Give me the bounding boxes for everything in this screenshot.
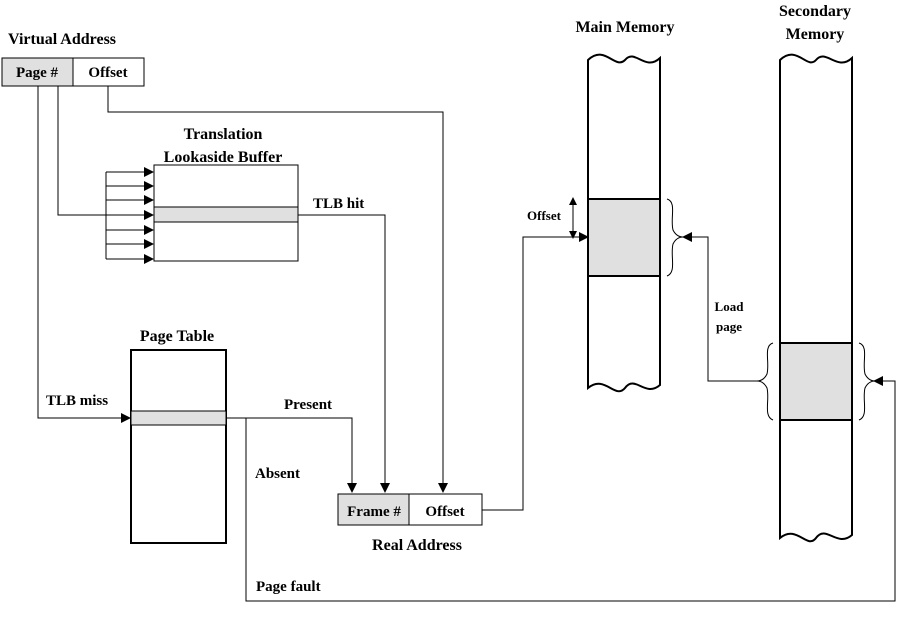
- real-frame-number-label: Frame #: [347, 504, 401, 520]
- real-frame-number-field: [337, 493, 410, 526]
- virtual-offset-label: Offset: [88, 65, 127, 81]
- load-page-line: [682, 232, 757, 382]
- tlb-matching-entry: [153, 206, 299, 223]
- main-memory-frame: [587, 198, 661, 277]
- offset-to-real-address-line: [107, 86, 448, 493]
- main-memory-frame-brace: [666, 198, 684, 277]
- absent-label: Absent: [255, 466, 300, 482]
- page-fault-line: [226, 376, 896, 602]
- virtual-page-number-field: [1, 57, 74, 87]
- tlb-hit-line: [298, 214, 390, 493]
- present-line: [226, 417, 357, 493]
- page-fault-label: Page fault: [256, 579, 321, 595]
- page-table-entry: [130, 410, 227, 426]
- secondary-memory-column: [779, 53, 853, 543]
- load-page-label-line2: page: [716, 319, 742, 334]
- tlb-miss-line: [37, 86, 131, 423]
- secondary-memory-title-line2: Memory: [786, 26, 845, 43]
- offset-arrow-down-head: [569, 231, 577, 239]
- secondary-memory-page: [779, 342, 853, 421]
- real-address-to-memory-line: [482, 232, 589, 511]
- offset-arrow-up-head: [569, 197, 577, 205]
- tlb-title-line1: Translation: [184, 126, 263, 143]
- page-table-title: Page Table: [140, 328, 214, 345]
- tlb-miss-label: TLB miss: [46, 393, 108, 409]
- real-address-title: Real Address: [372, 537, 462, 554]
- secondary-memory-title-line1: Secondary: [779, 3, 851, 20]
- real-offset-label: Offset: [425, 504, 464, 520]
- present-label: Present: [284, 397, 332, 413]
- tlb-hit-label: TLB hit: [313, 196, 364, 212]
- virtual-page-number-label: Page #: [16, 65, 59, 81]
- real-offset-field: [408, 493, 483, 526]
- secondary-page-right-brace: [858, 342, 876, 421]
- virtual-address-title: Virtual Address: [8, 31, 116, 48]
- virtual-offset-field: [72, 57, 145, 87]
- page-table: [130, 349, 227, 544]
- main-memory-offset-label: Offset: [527, 208, 562, 223]
- tlb-title-line2: Lookaside Buffer: [164, 149, 283, 166]
- main-memory-title: Main Memory: [575, 19, 674, 36]
- secondary-page-left-brace: [756, 342, 774, 421]
- page-number-to-tlb-line: [57, 86, 154, 220]
- load-page-label-line1: Load: [715, 299, 745, 314]
